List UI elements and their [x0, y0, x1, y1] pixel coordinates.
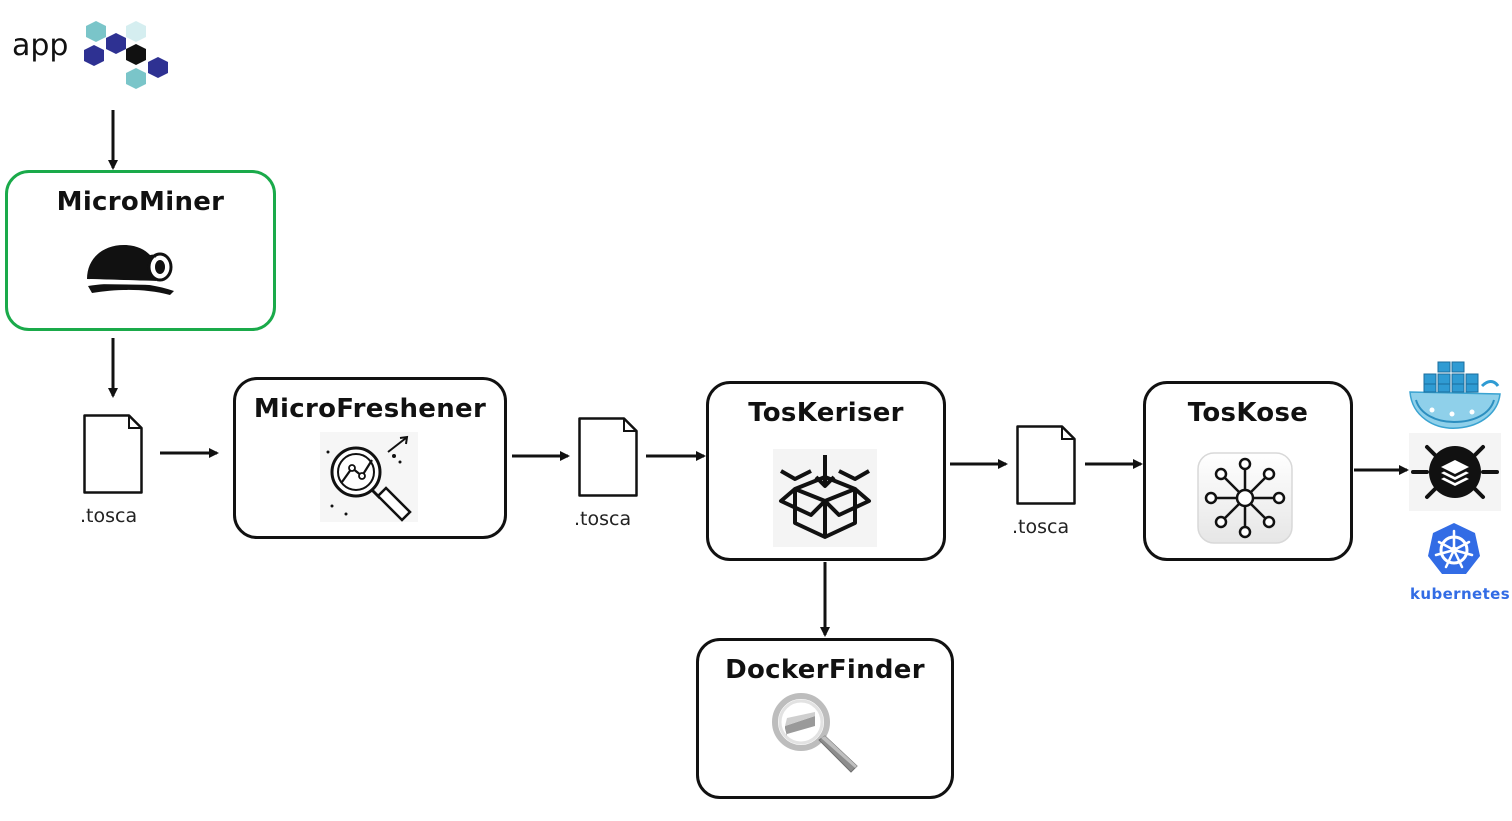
- toskeriser-title: TosKeriser: [748, 398, 904, 428]
- tosca-file-label-1: .tosca: [80, 505, 138, 527]
- analysis-magnifier-icon: [320, 432, 418, 522]
- hexagon-light-1: [126, 21, 146, 42]
- kubernetes-label: kubernetes: [1410, 585, 1511, 603]
- tosca-file-icon-2: [578, 417, 638, 497]
- hexagon-teal-1: [86, 21, 106, 42]
- hexagon-black-1: [126, 44, 146, 65]
- hexagon-teal-2: [126, 68, 146, 89]
- tosca-file-label-2: .tosca: [574, 508, 632, 530]
- toskose-title: TosKose: [1187, 398, 1309, 428]
- hexagon-navy-3: [148, 57, 168, 78]
- hexagon-navy-2: [84, 45, 104, 66]
- microminer-title: MicroMiner: [56, 187, 225, 217]
- package-box-icon: [773, 449, 877, 547]
- stack-layers-icon: [1409, 433, 1501, 511]
- tosca-file-label-3: .tosca: [1012, 516, 1070, 538]
- tosca-file-icon-1: [83, 414, 143, 494]
- miner-helmet-icon: [87, 245, 174, 295]
- app-label: app: [12, 28, 69, 63]
- dockerfinder-title: DockerFinder: [725, 655, 925, 685]
- docker-swarm-whale-icon: [1409, 361, 1501, 429]
- tosca-file-icon-3: [1016, 425, 1076, 505]
- hexagon-navy-1: [106, 33, 126, 54]
- hub-network-icon: [1197, 452, 1293, 544]
- microfreshener-title: MicroFreshener: [253, 394, 487, 424]
- container-search-icon: [772, 693, 858, 773]
- kubernetes-helm-icon: [1428, 523, 1480, 574]
- hexagon-cluster-logo: [84, 21, 168, 89]
